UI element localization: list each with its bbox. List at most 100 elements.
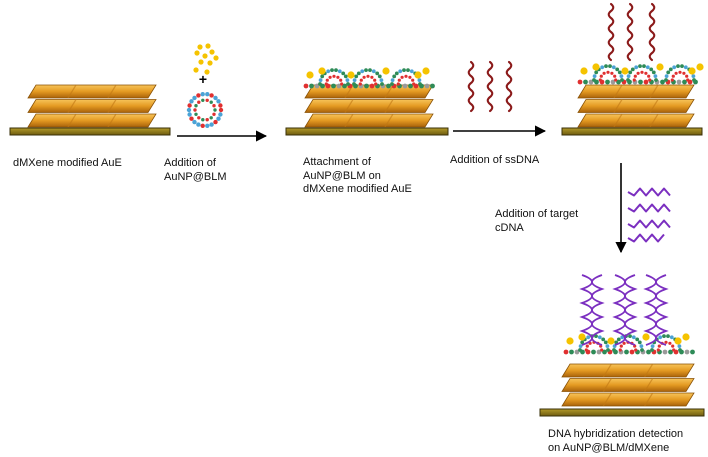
mxene-layer (561, 378, 695, 392)
ssdna-strand (648, 2, 656, 62)
lipid-head (615, 67, 620, 72)
lipid-head (610, 79, 616, 85)
lipid-head (402, 83, 408, 89)
drug-core (325, 78, 329, 82)
lipid-head (682, 79, 687, 85)
aunp-particle (347, 71, 355, 79)
lipid-head (216, 99, 221, 104)
aunp-particle (213, 55, 219, 61)
drug-core (332, 74, 336, 78)
lipid-head (218, 107, 224, 113)
lipid-head (616, 337, 621, 342)
lipid-head (662, 334, 666, 338)
drug-core (584, 348, 588, 352)
lipid-head (604, 64, 608, 68)
ssdna-strand (607, 2, 615, 62)
lipid-head (577, 79, 583, 85)
aunp-particle (193, 67, 199, 73)
drug-core (670, 78, 674, 82)
lipid-head (668, 349, 673, 355)
lipid-head (194, 112, 198, 117)
lipid-head (683, 65, 688, 70)
lipid-head (628, 70, 633, 75)
lipid-head (608, 64, 612, 68)
drug-core (685, 74, 689, 78)
lipid-head (676, 79, 682, 85)
aunp-particle (592, 63, 600, 71)
stage-4-electrode (561, 2, 704, 136)
lipid-head (352, 78, 357, 82)
lipid-head (386, 83, 391, 89)
aunp-particle (207, 60, 213, 66)
drug-core (373, 78, 377, 82)
drug-core (622, 341, 626, 345)
lipid-head (637, 340, 642, 345)
lipid-head (417, 78, 422, 82)
lipid-head (187, 112, 192, 117)
lipid-head (664, 74, 669, 78)
label-dmxene-modified-aue: dMXene modified AuE (13, 157, 122, 169)
lipid-head (578, 348, 582, 352)
lipid-head (201, 118, 205, 122)
lipid-head (192, 119, 197, 125)
drug-core (682, 71, 686, 75)
drug-core (619, 344, 623, 348)
aunp-particle (414, 71, 422, 79)
mxene-layer (27, 84, 157, 99)
drug-core (362, 75, 366, 79)
drug-core (618, 348, 622, 352)
lipid-head (666, 334, 670, 338)
dna-strand (655, 274, 669, 346)
lipid-head (318, 82, 322, 86)
plus-sign: + (199, 71, 207, 87)
lipid-head (591, 349, 596, 355)
lipid-head (624, 349, 629, 355)
mxene-layer (577, 84, 695, 99)
lipid-head (635, 337, 640, 342)
lipid-head (580, 340, 585, 345)
lipid-head (390, 82, 394, 86)
lipid-head (626, 74, 631, 78)
drug-core (636, 71, 640, 75)
lipid-head (646, 349, 651, 355)
aunp-particle (566, 337, 574, 345)
cdna-reagent (627, 187, 671, 243)
aunp-particle (318, 67, 326, 75)
drug-core (374, 82, 378, 86)
aunp-particle (198, 59, 204, 65)
lipid-head (303, 83, 309, 89)
stage-3-electrode (285, 67, 449, 136)
lipid-head (379, 78, 384, 82)
lipid-head (669, 335, 674, 340)
aunp-particle (607, 337, 615, 345)
drug-core (324, 82, 328, 86)
lipid-head (408, 83, 413, 89)
lipid-head (605, 79, 610, 85)
aunp-particle (621, 67, 629, 75)
drug-core (366, 74, 370, 78)
lipid-head (326, 69, 331, 74)
lipid-head (364, 83, 369, 89)
lipid-head (197, 116, 201, 120)
lipid-head (377, 74, 382, 79)
label-addition-of-ssdna: Addition of ssDNA (450, 154, 540, 166)
drug-core (633, 74, 637, 78)
lipid-head (197, 100, 201, 104)
lipid-head (617, 70, 622, 75)
gold-electrode (9, 127, 171, 136)
lipid-head (402, 68, 406, 72)
aunp-particle (642, 333, 650, 341)
lipid-head (216, 116, 221, 121)
lipid-head (692, 78, 696, 82)
aunp-particle (422, 67, 430, 75)
aunp-blm-reagent: + (186, 43, 224, 128)
drug-core (599, 74, 603, 78)
lipid-head (189, 99, 194, 104)
lipid-head (213, 95, 218, 101)
lipid-head (375, 71, 380, 76)
drug-core (674, 71, 678, 75)
lipid-head (612, 348, 616, 352)
lipid-head (309, 83, 314, 89)
lipid-head (678, 348, 682, 352)
